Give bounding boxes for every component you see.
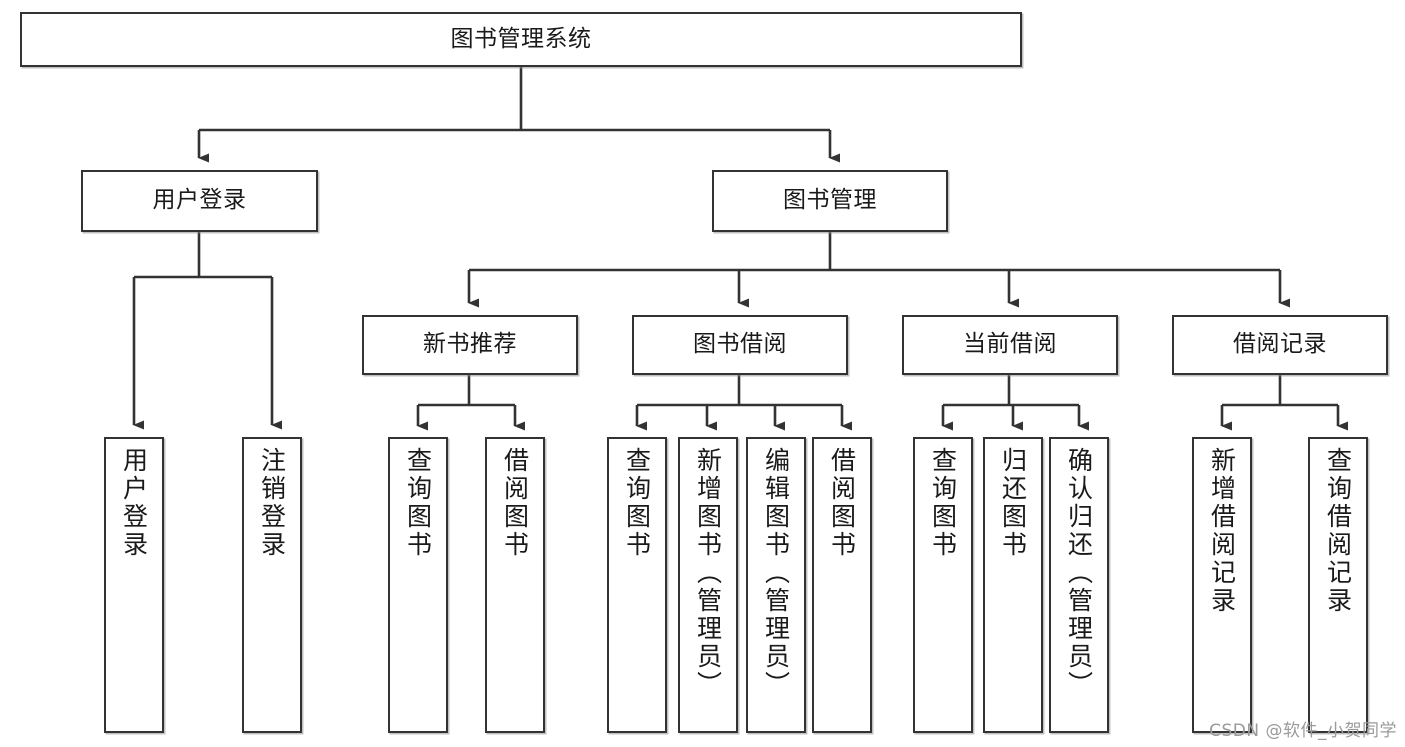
node-borrow-record-label: 借阅记录 [1233, 331, 1327, 358]
node-leaf-borrow-book-1[interactable]: 借阅图书 [485, 437, 545, 733]
node-new-book-recommend[interactable]: 新书推荐 [362, 315, 578, 375]
node-leaf-add-record-label: 新增借阅记录 [1207, 447, 1237, 615]
node-leaf-return-book[interactable]: 归还图书 [983, 437, 1043, 733]
node-leaf-query-record[interactable]: 查询借阅记录 [1308, 437, 1368, 733]
node-leaf-query-book-2[interactable]: 查询图书 [607, 437, 667, 733]
node-book-manage[interactable]: 图书管理 [712, 170, 948, 232]
node-leaf-edit-book[interactable]: 编辑图书（管理员） [746, 437, 806, 733]
node-leaf-borrow-book-2-label: 借阅图书 [827, 447, 857, 559]
node-leaf-logout-label: 注销登录 [257, 447, 287, 559]
node-book-borrow-label: 图书借阅 [693, 331, 787, 358]
node-leaf-confirm-return-label: 确认归还（管理员） [1064, 447, 1094, 699]
node-leaf-add-book-label: 新增图书（管理员） [693, 447, 723, 699]
node-leaf-query-book-2-label: 查询图书 [622, 447, 652, 559]
node-leaf-query-book-1-label: 查询图书 [403, 447, 433, 559]
node-current-borrow-label: 当前借阅 [963, 331, 1057, 358]
node-leaf-query-book-1[interactable]: 查询图书 [388, 437, 448, 733]
node-borrow-record[interactable]: 借阅记录 [1172, 315, 1388, 375]
node-root-label: 图书管理系统 [450, 25, 592, 52]
node-leaf-user-login[interactable]: 用户登录 [104, 437, 164, 733]
node-leaf-query-book-3[interactable]: 查询图书 [913, 437, 973, 733]
node-leaf-return-book-label: 归还图书 [998, 447, 1028, 559]
node-user-login[interactable]: 用户登录 [81, 170, 318, 232]
node-user-login-label: 用户登录 [152, 187, 247, 214]
node-leaf-logout[interactable]: 注销登录 [242, 437, 302, 733]
node-leaf-confirm-return[interactable]: 确认归还（管理员） [1049, 437, 1109, 733]
node-root[interactable]: 图书管理系统 [20, 12, 1022, 67]
node-current-borrow[interactable]: 当前借阅 [902, 315, 1118, 375]
node-leaf-query-record-label: 查询借阅记录 [1323, 447, 1353, 615]
node-leaf-add-record[interactable]: 新增借阅记录 [1192, 437, 1252, 733]
watermark-text: CSDN @软件_小贺同学 [1209, 721, 1397, 741]
node-book-borrow[interactable]: 图书借阅 [632, 315, 848, 375]
node-leaf-query-book-3-label: 查询图书 [928, 447, 958, 559]
node-leaf-user-login-label: 用户登录 [119, 447, 149, 559]
node-leaf-borrow-book-1-label: 借阅图书 [500, 447, 530, 559]
node-leaf-borrow-book-2[interactable]: 借阅图书 [812, 437, 872, 733]
node-new-book-recommend-label: 新书推荐 [423, 331, 517, 358]
node-leaf-add-book[interactable]: 新增图书（管理员） [678, 437, 738, 733]
node-book-manage-label: 图书管理 [783, 187, 877, 214]
node-leaf-edit-book-label: 编辑图书（管理员） [761, 447, 791, 699]
